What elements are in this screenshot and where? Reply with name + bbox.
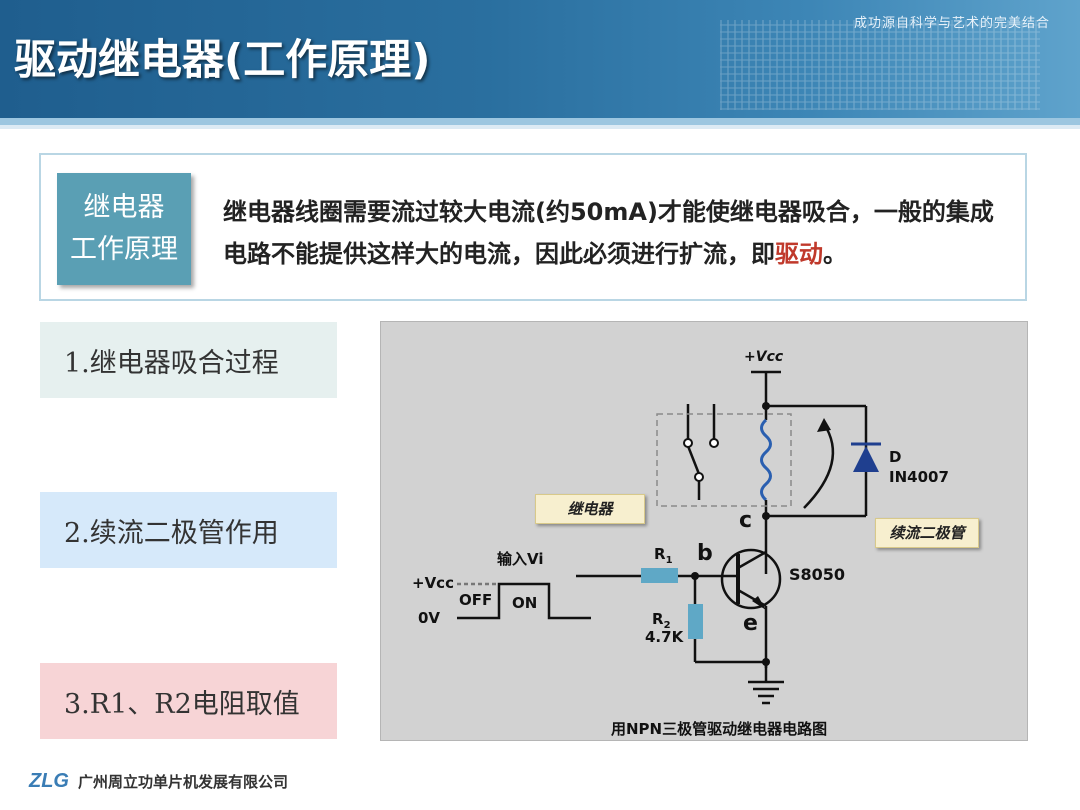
- step-label: 1.继电器吸合过程: [64, 347, 279, 379]
- contact-dot-3: [694, 472, 704, 482]
- header-banner: 成功源自科学与艺术的完美结合 驱动继电器(工作原理): [0, 0, 1080, 118]
- step-3-resistor-values[interactable]: 3.R1、R2电阻取值: [40, 663, 337, 739]
- header-stripe-light: [0, 125, 1080, 129]
- contact-dot-1: [683, 438, 693, 448]
- diode-part-label: IN4007: [889, 468, 949, 486]
- pin-b-label: b: [697, 541, 713, 566]
- pin-c-label: c: [739, 508, 753, 533]
- r2-letter: R: [652, 610, 664, 628]
- step-2-flyback-diode[interactable]: 2.续流二极管作用: [40, 492, 337, 568]
- input-waveform: [457, 582, 591, 620]
- intro-label-line2: 工作原理: [70, 234, 178, 265]
- step-label: 2.续流二极管作用: [64, 517, 279, 549]
- intro-box: 继电器 工作原理 继电器线圈需要流过较大电流(约50mA)才能使继电器吸合，一般…: [39, 153, 1027, 301]
- diagram-caption: 用NPN三极管驱动继电器电路图: [611, 720, 828, 738]
- intro-text-end: 。: [823, 240, 847, 268]
- coil: [760, 418, 772, 502]
- flyback-arrow: [803, 423, 835, 509]
- waveform-off-label: OFF: [459, 591, 493, 609]
- pin-e-label: e: [743, 611, 758, 636]
- resistor-r2: [688, 604, 703, 639]
- r1-letter: R: [654, 545, 666, 563]
- intro-text: 继电器线圈需要流过较大电流(约50mA)才能使继电器吸合，一般的集成电路不能提供…: [223, 191, 1013, 275]
- r1-subscript: 1: [665, 555, 673, 566]
- junction-vcc: [762, 402, 770, 410]
- vcc-top-label: +Vcc: [744, 349, 784, 365]
- junction-base: [691, 572, 699, 580]
- intro-label: 继电器 工作原理: [57, 173, 191, 285]
- diode-label: D: [889, 448, 902, 466]
- slogan: 成功源自科学与艺术的完美结合: [853, 16, 1050, 31]
- waveform-0v-label: 0V: [418, 609, 441, 627]
- junction-collector: [762, 512, 770, 520]
- diode-triangle: [853, 446, 879, 472]
- input-label: 输入Vi: [497, 550, 544, 568]
- intro-text-highlight: 驱动: [775, 240, 823, 268]
- circuit-diagram: +Vcc D IN4007 继电器 续流二极管 输入Vi +Vcc 0V OFF…: [380, 321, 1028, 741]
- r2-subscript: 2: [663, 620, 671, 631]
- intro-label-line1: 继电器: [83, 192, 165, 223]
- r2-label: R2: [652, 610, 671, 631]
- contact-dot-2: [709, 438, 719, 448]
- step-1-relay-pull-in[interactable]: 1.继电器吸合过程: [40, 322, 337, 398]
- switch-arm: [686, 445, 701, 475]
- intro-text-main: 继电器线圈需要流过较大电流(约50mA)才能使继电器吸合，一般的集成电路不能提供…: [223, 198, 994, 268]
- diode-callout: 续流二极管: [875, 518, 979, 548]
- junction-ground: [762, 658, 770, 666]
- transistor-label: S8050: [789, 565, 846, 584]
- header-stripe: [0, 118, 1080, 125]
- resistor-r1: [641, 568, 678, 583]
- page-title: 驱动继电器(工作原理): [14, 35, 431, 84]
- company-logo: ZLG: [28, 770, 69, 792]
- r2-value-label: 4.7K: [645, 628, 684, 646]
- relay-box: [656, 413, 792, 507]
- header-pattern: [720, 20, 1040, 110]
- svg-text:ZLG: ZLG: [28, 770, 69, 792]
- r1-label: R1: [654, 545, 673, 566]
- waveform-vcc-label: +Vcc: [412, 574, 454, 592]
- relay-callout: 继电器: [535, 494, 645, 524]
- circuit-svg: [457, 370, 881, 705]
- company-name: 广州周立功单片机发展有限公司: [78, 773, 289, 791]
- flyback-arrowhead: [817, 418, 831, 432]
- waveform-on-label: ON: [512, 594, 538, 612]
- step-label: 3.R1、R2电阻取值: [64, 688, 300, 720]
- transistor-circle: [720, 548, 782, 610]
- transistor-collector: [737, 550, 767, 570]
